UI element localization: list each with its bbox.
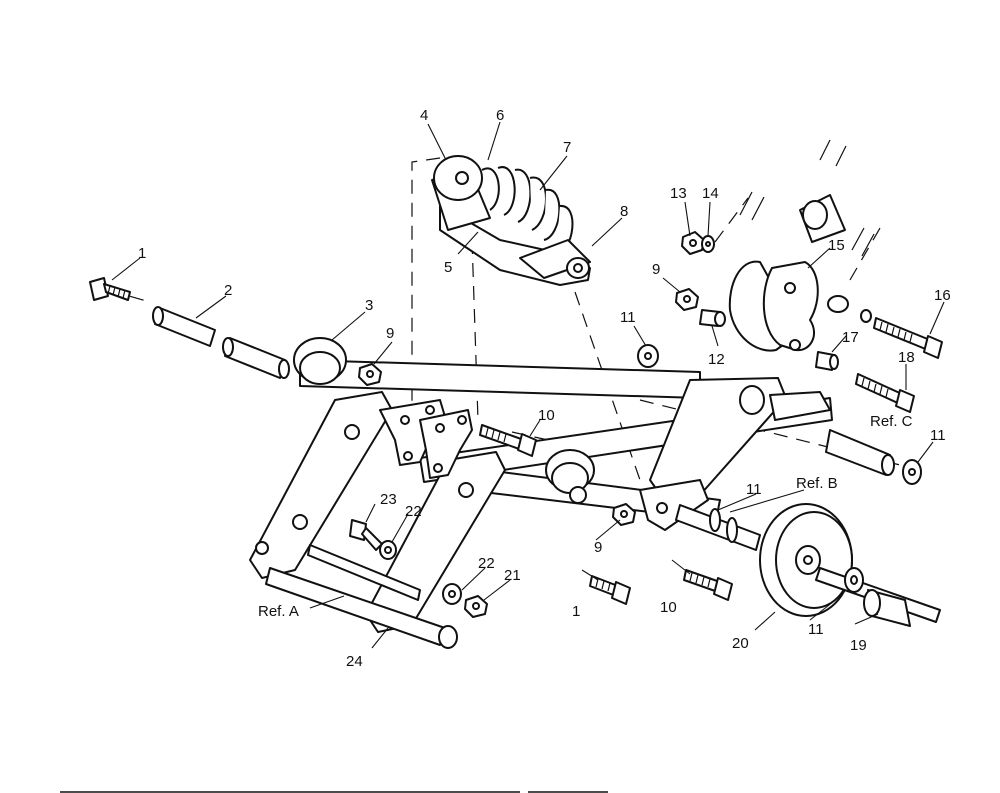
label-part-2: 2 <box>224 282 232 299</box>
label-part-8: 8 <box>620 203 628 220</box>
label-part-11-lower: 11 <box>808 621 824 638</box>
label-part-16: 16 <box>934 287 951 304</box>
label-part-3: 3 <box>365 297 373 314</box>
left-arm <box>249 391 506 649</box>
label-part-4: 4 <box>420 107 428 124</box>
label-part-15: 15 <box>828 237 845 254</box>
label-part-10-upper: 10 <box>538 407 555 424</box>
mounting-plates <box>379 399 473 479</box>
label-part-9-left: 9 <box>386 325 394 342</box>
label-part-22-lower: 22 <box>478 555 495 572</box>
label-part-1-lower: 1 <box>572 603 580 620</box>
label-part-13: 13 <box>670 185 687 202</box>
shock-absorber <box>431 155 591 286</box>
wheel-assembly <box>675 503 941 627</box>
label-part-11-upper: 11 <box>620 309 636 326</box>
label-part-9-lower: 9 <box>594 539 602 556</box>
label-part-11-right: 11 <box>930 427 946 444</box>
label-part-10-lower: 10 <box>660 599 677 616</box>
part-2-spacers <box>152 306 290 379</box>
right-arm <box>639 377 831 531</box>
label-part-9-right: 9 <box>652 261 660 278</box>
label-part-1-upper: 1 <box>138 245 146 262</box>
label-part-22-upper: 22 <box>405 503 422 520</box>
label-part-14: 14 <box>702 185 719 202</box>
label-part-5: 5 <box>444 259 452 276</box>
part-1-bolt <box>89 277 131 301</box>
label-part-24: 24 <box>346 653 363 670</box>
label-ref-a: Ref. A <box>258 603 299 620</box>
upper-bracket <box>728 194 849 352</box>
hardware <box>349 231 943 618</box>
label-part-12: 12 <box>708 351 725 368</box>
label-part-20: 20 <box>732 635 749 652</box>
label-ref-c: Ref. C <box>870 413 913 430</box>
label-part-23: 23 <box>380 491 397 508</box>
label-part-6: 6 <box>496 107 504 124</box>
label-ref-b: Ref. B <box>796 475 838 492</box>
part-3-bushings <box>293 337 595 504</box>
label-part-18: 18 <box>898 349 915 366</box>
part-labels: 1 2 3 4 6 7 8 5 9 9 13 14 12 11 15 16 17… <box>138 107 951 670</box>
label-part-7: 7 <box>563 139 571 156</box>
leader-lines <box>111 121 945 649</box>
label-part-19: 19 <box>850 637 867 654</box>
label-part-21: 21 <box>504 567 521 584</box>
label-part-11-shaft: 11 <box>746 481 762 498</box>
label-part-17: 17 <box>842 329 859 346</box>
